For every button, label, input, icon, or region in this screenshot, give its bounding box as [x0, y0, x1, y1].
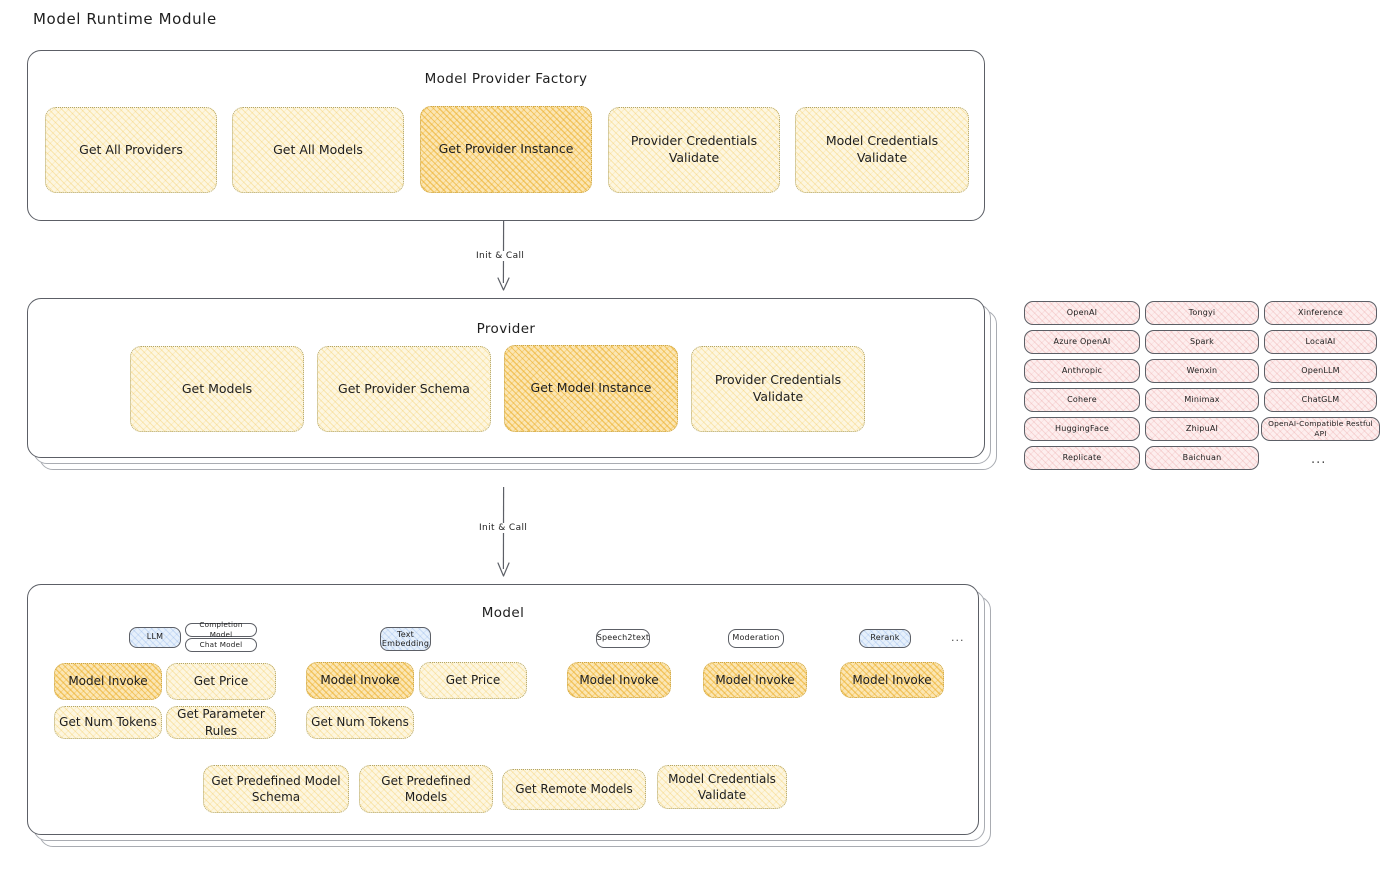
- arrow-label-init-call-2: Init & Call: [476, 523, 531, 533]
- model-subtype-badge-chat-model[interactable]: Chat Model: [185, 638, 257, 652]
- node-llm-get-price[interactable]: Get Price: [166, 663, 276, 700]
- provider-chip-minimax[interactable]: Minimax: [1145, 388, 1259, 412]
- node-llm-get-num-tokens[interactable]: Get Num Tokens: [54, 706, 162, 739]
- node-provider-get-provider-schema[interactable]: Get Provider Schema: [317, 346, 491, 432]
- arrow-provider-to-model: [486, 486, 522, 587]
- model-type-badge-llm[interactable]: LLM: [129, 627, 181, 648]
- node-model-credentials-validate-shared[interactable]: Model Credentials Validate: [657, 765, 787, 809]
- node-get-all-models[interactable]: Get All Models: [232, 107, 404, 193]
- node-get-remote-models[interactable]: Get Remote Models: [502, 769, 646, 810]
- provider-chip-azure-openai[interactable]: Azure OpenAI: [1024, 330, 1140, 354]
- provider-chip-localai[interactable]: LocalAI: [1264, 330, 1377, 354]
- node-rerank-model-invoke[interactable]: Model Invoke: [840, 662, 944, 698]
- provider-chip-baichuan[interactable]: Baichuan: [1145, 446, 1259, 470]
- node-provider-get-model-instance[interactable]: Get Model Instance: [504, 345, 678, 432]
- provider-chip-openllm[interactable]: OpenLLM: [1264, 359, 1377, 383]
- model-type-badge-rerank[interactable]: Rerank: [859, 629, 911, 648]
- model-types-more-ellipsis: ...: [951, 631, 965, 644]
- node-llm-model-invoke[interactable]: Model Invoke: [54, 663, 162, 700]
- node-provider-credentials-validate[interactable]: Provider Credentials Validate: [608, 107, 780, 193]
- model-provider-factory-title: Model Provider Factory: [424, 71, 588, 87]
- model-type-badge-moderation[interactable]: Moderation: [728, 629, 784, 648]
- node-speech2text-model-invoke[interactable]: Model Invoke: [567, 662, 671, 698]
- node-text-embedding-model-invoke[interactable]: Model Invoke: [306, 662, 414, 699]
- arrow-factory-to-provider: [486, 220, 522, 303]
- node-provider-get-models[interactable]: Get Models: [130, 346, 304, 432]
- node-text-embedding-get-price[interactable]: Get Price: [419, 662, 527, 699]
- node-get-provider-instance[interactable]: Get Provider Instance: [420, 106, 592, 193]
- provider-chip-replicate[interactable]: Replicate: [1024, 446, 1140, 470]
- node-get-all-providers[interactable]: Get All Providers: [45, 107, 217, 193]
- model-type-badge-text-embedding[interactable]: Text Embedding: [380, 627, 431, 651]
- provider-chip-wenxin[interactable]: Wenxin: [1145, 359, 1259, 383]
- provider-chip-huggingface[interactable]: HuggingFace: [1024, 417, 1140, 441]
- provider-chip-anthropic[interactable]: Anthropic: [1024, 359, 1140, 383]
- page-title: Model Runtime Module: [33, 10, 217, 28]
- provider-chip-openai[interactable]: OpenAI: [1024, 301, 1140, 325]
- provider-chip-tongyi[interactable]: Tongyi: [1145, 301, 1259, 325]
- node-model-credentials-validate[interactable]: Model Credentials Validate: [795, 107, 969, 193]
- provider-chip-openai-compatible-restful-api[interactable]: OpenAI-Compatible Restful API: [1261, 417, 1380, 441]
- node-get-predefined-model-schema[interactable]: Get Predefined Model Schema: [203, 765, 349, 813]
- node-llm-get-parameter-rules[interactable]: Get Parameter Rules: [166, 706, 276, 739]
- model-subtype-badge-completion-model[interactable]: Completion Model: [185, 620, 257, 639]
- provider-chip-spark[interactable]: Spark: [1145, 330, 1259, 354]
- arrow-label-init-call-1: Init & Call: [473, 251, 528, 261]
- provider-list-more-ellipsis: ...: [1311, 452, 1327, 467]
- node-get-predefined-models[interactable]: Get Predefined Models: [359, 765, 493, 813]
- provider-chip-xinference[interactable]: Xinference: [1264, 301, 1377, 325]
- provider-chip-zhipuai[interactable]: ZhipuAI: [1145, 417, 1259, 441]
- provider-chip-chatglm[interactable]: ChatGLM: [1264, 388, 1377, 412]
- model-type-badge-speech2text[interactable]: Speech2text: [596, 629, 650, 648]
- node-moderation-model-invoke[interactable]: Model Invoke: [703, 662, 807, 698]
- node-text-embedding-get-num-tokens[interactable]: Get Num Tokens: [306, 706, 414, 739]
- provider-chip-cohere[interactable]: Cohere: [1024, 388, 1140, 412]
- node-provider-credentials-validate[interactable]: Provider Credentials Validate: [691, 346, 865, 432]
- provider-title: Provider: [476, 321, 536, 337]
- model-title: Model: [481, 605, 525, 621]
